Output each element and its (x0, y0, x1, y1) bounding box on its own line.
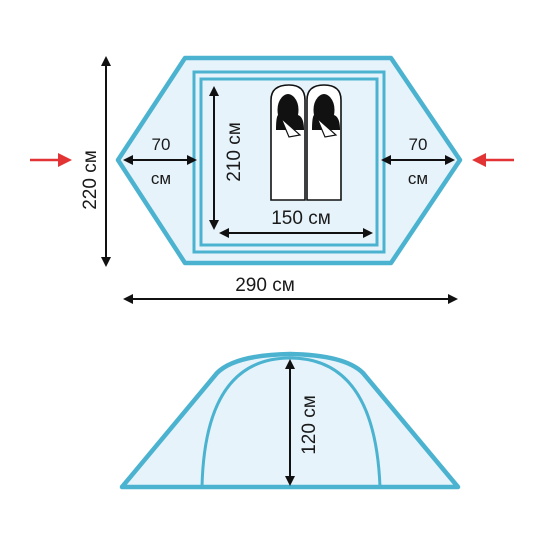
outer-height-label: 220 см (80, 150, 101, 210)
entry-arrow-left-icon (30, 153, 72, 167)
side-inner-tent-arc (200, 356, 382, 488)
outer-length-label: 290 см (235, 275, 295, 296)
vestibule-left-unit: см (151, 169, 171, 188)
inner-height-label: 210 см (224, 122, 245, 182)
side-height-label: 120 см (299, 395, 320, 455)
sleeping-bag-right (306, 84, 342, 201)
side-view: 120 см (119, 351, 461, 490)
vestibule-right-unit: см (408, 169, 428, 188)
plan-view: 210 см 150 см 70 см 70 см 220 см 290 см (30, 55, 514, 304)
vestibule-left-value: 70 (152, 135, 171, 154)
inner-width-label: 150 см (271, 208, 331, 229)
vestibule-right-value: 70 (409, 135, 428, 154)
sleeping-bag-left (270, 84, 306, 201)
entry-arrow-right-icon (472, 153, 514, 167)
